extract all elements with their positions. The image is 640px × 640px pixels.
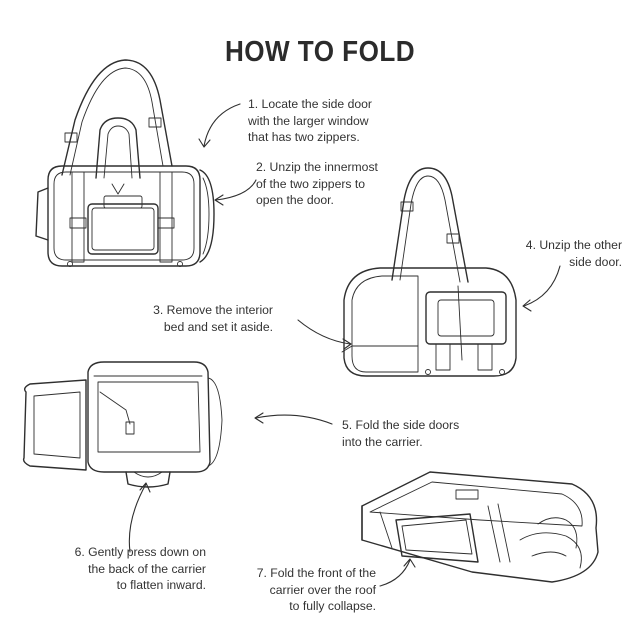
page-title: HOW TO FOLD: [224, 36, 416, 68]
step-1-text: 1. Locate the side door with the larger …: [248, 97, 372, 144]
step-2-text: 2. Unzip the innermost of the two zipper…: [256, 160, 378, 207]
illustration-carrier-door-open: [297, 167, 561, 377]
illustration-carrier-collapsed: [361, 471, 599, 587]
step-6-text: 6. Gently press down on the back of the …: [74, 545, 206, 592]
step-4-text: 4. Unzip the other side door.: [525, 238, 622, 269]
step-5-text: 5. Fold the side doors into the carrier.: [342, 418, 460, 449]
illustration-carrier-doors-flat: [22, 361, 333, 553]
step-3-text: 3. Remove the interior bed and set it as…: [153, 303, 273, 334]
step-7-text: 7. Fold the front of the carrier over th…: [256, 566, 376, 613]
illustration-carrier-closed: [35, 59, 257, 267]
